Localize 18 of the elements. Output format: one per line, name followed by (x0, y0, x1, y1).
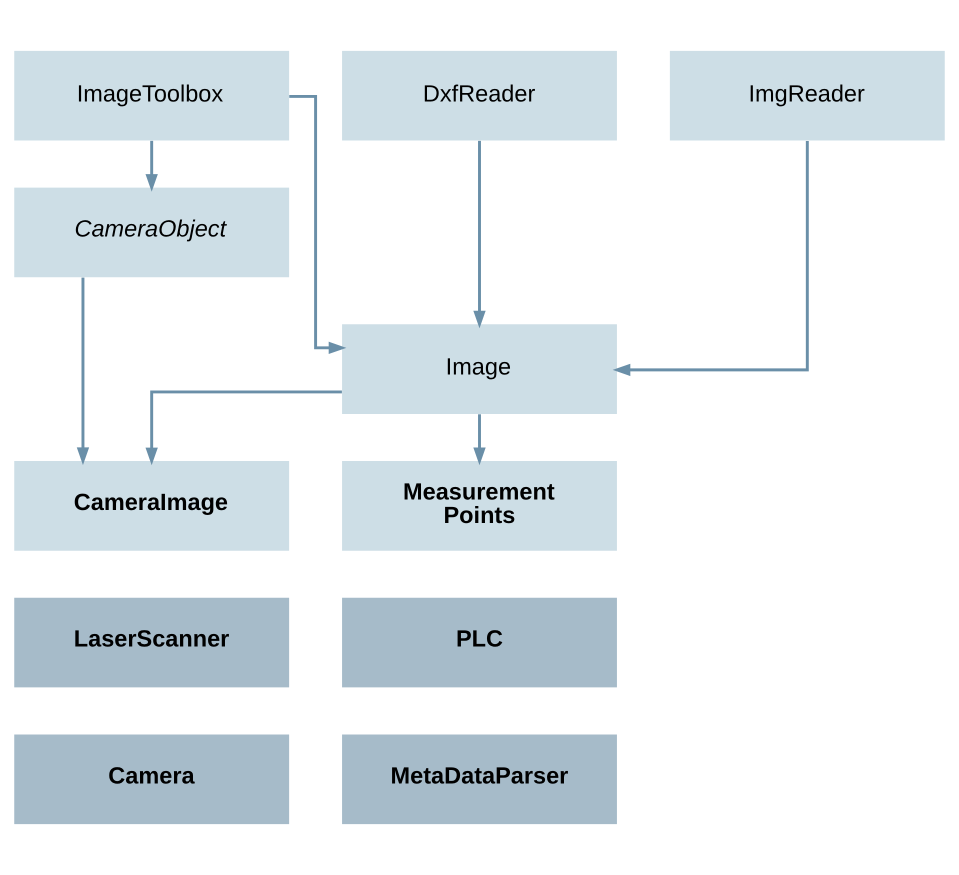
arrow (146, 390, 342, 466)
node-box: Measurement Points (342, 461, 617, 551)
arrow (473, 140, 486, 328)
node-box: Image (342, 324, 617, 414)
node-box: CameraImage (14, 461, 290, 551)
arrow (76, 278, 90, 466)
node-box: DxfReader (342, 50, 617, 141)
node-box: PLC (342, 598, 617, 688)
arrow (289, 94, 346, 354)
arrow (146, 140, 158, 192)
node-box: ImageToolbox (14, 50, 290, 141)
arrow (473, 414, 486, 466)
node-box: CameraObject (14, 188, 290, 278)
node-box: LaserScanner (14, 598, 290, 688)
arrow (612, 141, 809, 376)
node-box: ImgReader (670, 50, 945, 141)
node-box: MetaDataParser (342, 734, 617, 824)
node-box: Camera (14, 734, 290, 824)
